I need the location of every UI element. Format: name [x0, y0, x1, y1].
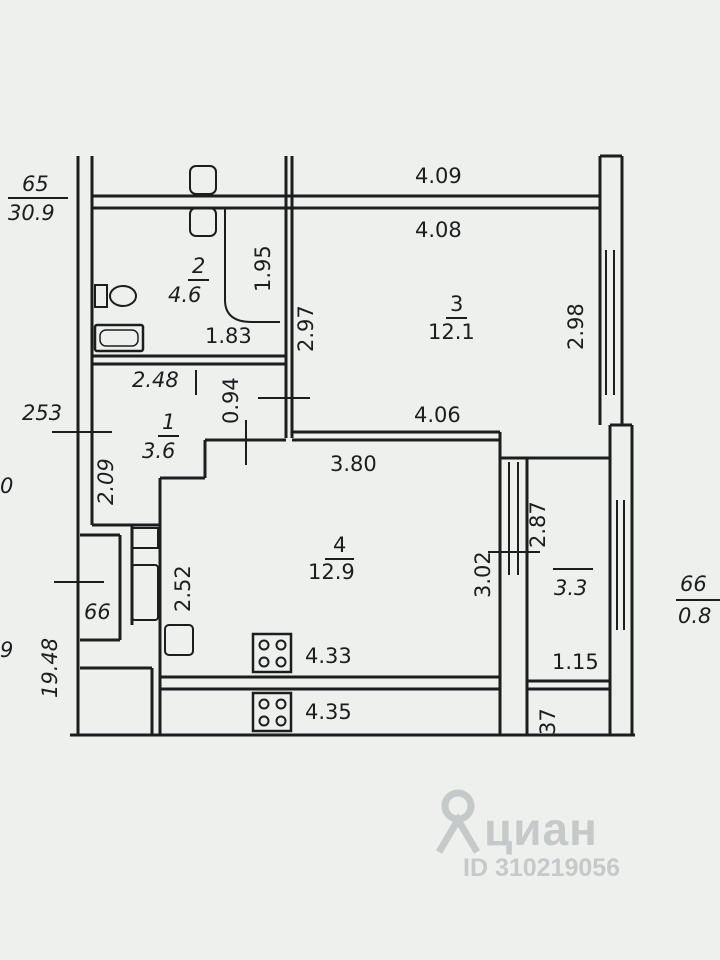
dim-bath-door: 1.95: [251, 245, 275, 292]
bathtub: [93, 323, 145, 353]
dim-bottom-outer: 4.35: [305, 700, 352, 724]
room-1-area: 3.6: [142, 439, 176, 463]
stove-bottom: [251, 691, 293, 733]
room-4-number: 4: [325, 535, 355, 560]
balcony-area: 3.3: [554, 576, 588, 600]
left-label-bottom-cut: 9: [0, 638, 14, 662]
room-4-area: 12.9: [308, 560, 355, 584]
toilet: [94, 284, 108, 308]
left-label-vertical: 19.48: [38, 637, 62, 698]
room-3-number: 3: [446, 294, 468, 319]
dim-room3-height: 2.98: [564, 303, 588, 350]
right-label-den: 0.8: [678, 604, 712, 628]
left-label-top-den: 30.9: [8, 201, 55, 225]
room-1-number: 1: [158, 412, 180, 437]
dim-bottom-cut: 37: [536, 708, 560, 735]
dim-kitchen-width: 3.80: [330, 452, 377, 476]
dim-bottom-inner: 4.33: [305, 644, 352, 668]
dim-balcony-width: 1.15: [552, 650, 599, 674]
room-3-area: 12.1: [428, 320, 475, 344]
left-label-small: 66: [84, 600, 111, 624]
room-2-area: 4.6: [168, 283, 202, 307]
watermark-id: ID 310219056: [463, 854, 621, 882]
fridge: [164, 624, 194, 656]
dim-kitchen-height-left: 2.52: [171, 565, 195, 612]
dim-balcony-height: 2.87: [526, 501, 550, 548]
right-label-num: 66: [680, 572, 707, 596]
room-2-number: 2: [188, 256, 210, 281]
watermark: циан ID 310219056: [436, 784, 666, 884]
dim-room3-bottom: 4.06: [414, 403, 461, 427]
kitchen-sink: [131, 564, 159, 621]
watermark-brand: циан: [484, 803, 598, 855]
dim-room3-left-height: 2.97: [294, 305, 318, 352]
left-label-mid-vertical: 2.09: [94, 458, 118, 505]
dim-hall-gap: 0.94: [219, 377, 243, 424]
dim-top-inner: 4.08: [415, 218, 462, 242]
sink: [189, 165, 217, 195]
dim-hall-width: 2.48: [132, 368, 179, 392]
balcony-number: [553, 548, 593, 570]
left-label-mid: 253: [22, 401, 63, 425]
left-label-cut: 0: [0, 474, 14, 498]
dim-bath-width: 1.83: [205, 324, 252, 348]
dim-top-outer: 4.09: [415, 164, 462, 188]
left-label-top-num: 65: [22, 172, 49, 196]
dim-kitchen-height-right: 3.02: [471, 551, 495, 598]
location-pin-icon: [436, 789, 480, 854]
stove-top: [251, 632, 293, 674]
